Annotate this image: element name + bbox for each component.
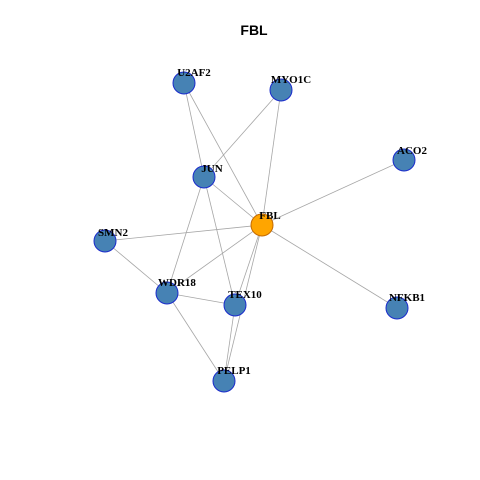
node-label-myo1c: MYO1C	[271, 74, 311, 86]
edge-u2af2-jun	[183, 82, 205, 178]
node-label-nfkb1: NFKB1	[389, 292, 425, 304]
node-smn2	[93, 229, 117, 253]
edge-myo1c-jun	[203, 89, 282, 178]
edge-jun-wdr18	[166, 176, 205, 294]
edge-tex10-pelp1	[223, 304, 236, 382]
node-u2af2	[172, 71, 196, 95]
edge-fbl-aco2	[261, 159, 405, 226]
node-label-fbl: FBL	[259, 210, 280, 222]
edge-fbl-nfkb1	[261, 224, 398, 309]
edge-fbl-myo1c	[261, 89, 282, 226]
node-myo1c	[269, 78, 293, 102]
node-label-jun: JUN	[201, 163, 222, 175]
node-tex10	[223, 293, 247, 317]
edge-fbl-u2af2	[183, 82, 263, 226]
node-aco2	[392, 148, 416, 172]
edge-fbl-wdr18	[166, 224, 263, 294]
node-label-pelp1: PELP1	[217, 365, 251, 377]
node-label-aco2: ACO2	[397, 145, 427, 157]
edge-fbl-jun	[203, 176, 263, 226]
edge-wdr18-pelp1	[166, 292, 225, 382]
node-wdr18	[155, 281, 179, 305]
node-nfkb1	[385, 296, 409, 320]
node-label-tex10: TEX10	[228, 289, 262, 301]
edge-layer	[104, 82, 405, 382]
edge-wdr18-tex10	[166, 292, 236, 306]
node-fbl	[250, 213, 274, 237]
node-label-u2af2: U2AF2	[177, 67, 211, 79]
edge-jun-tex10	[203, 176, 236, 306]
edge-fbl-smn2	[104, 224, 263, 242]
node-label-wdr18: WDR18	[158, 277, 196, 289]
node-label-smn2: SMN2	[98, 227, 128, 239]
diagram-title: FBL	[240, 22, 268, 38]
node-layer	[93, 71, 416, 393]
node-pelp1	[212, 369, 236, 393]
edge-smn2-wdr18	[104, 240, 168, 294]
edge-fbl-tex10	[234, 224, 263, 306]
node-jun	[192, 165, 216, 189]
